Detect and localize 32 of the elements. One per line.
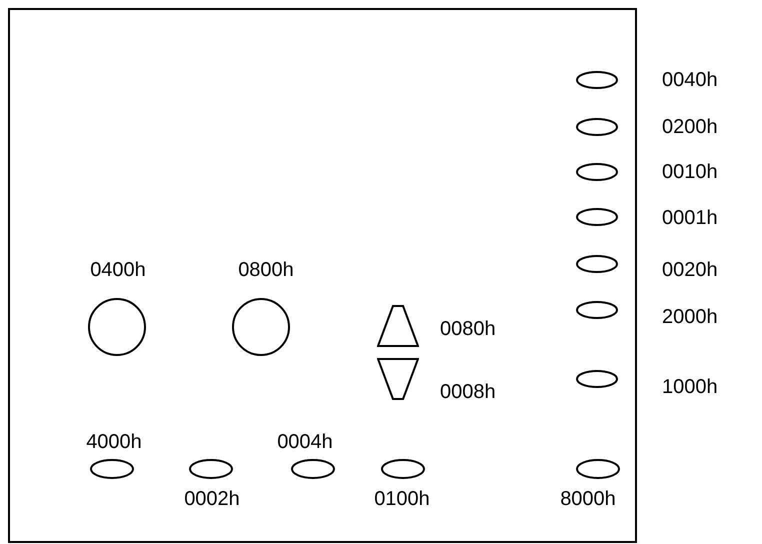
round-button [232,298,290,356]
oval-button [576,255,618,273]
oval-button [189,459,233,479]
button-code-label: 4000h [86,430,142,454]
button-code-label: 1000h [662,375,718,399]
oval-button [576,301,618,319]
button-code-label: 2000h [662,305,718,329]
button-code-label: 0008h [440,380,496,404]
trapezoid-button [377,358,419,400]
button-code-label: 0100h [374,487,430,511]
button-code-label: 0800h [238,258,294,282]
oval-button [381,459,425,479]
button-code-label: 0040h [662,68,718,92]
button-code-label: 0002h [184,487,240,511]
oval-button [576,163,618,181]
trapezoid-button [377,305,419,347]
button-code-label: 0080h [440,317,496,341]
oval-button [291,459,335,479]
oval-button [576,118,618,136]
button-code-label: 0020h [662,258,718,282]
button-code-label: 0200h [662,115,718,139]
oval-button [576,459,620,479]
oval-button [576,370,618,388]
oval-button [576,71,618,89]
round-button [88,298,146,356]
button-code-label: 0001h [662,206,718,230]
button-code-label: 8000h [560,487,616,511]
oval-button [576,208,618,226]
oval-button [90,459,134,479]
button-code-label: 0010h [662,160,718,184]
button-code-label: 0004h [277,430,333,454]
button-code-label: 0400h [90,258,146,282]
